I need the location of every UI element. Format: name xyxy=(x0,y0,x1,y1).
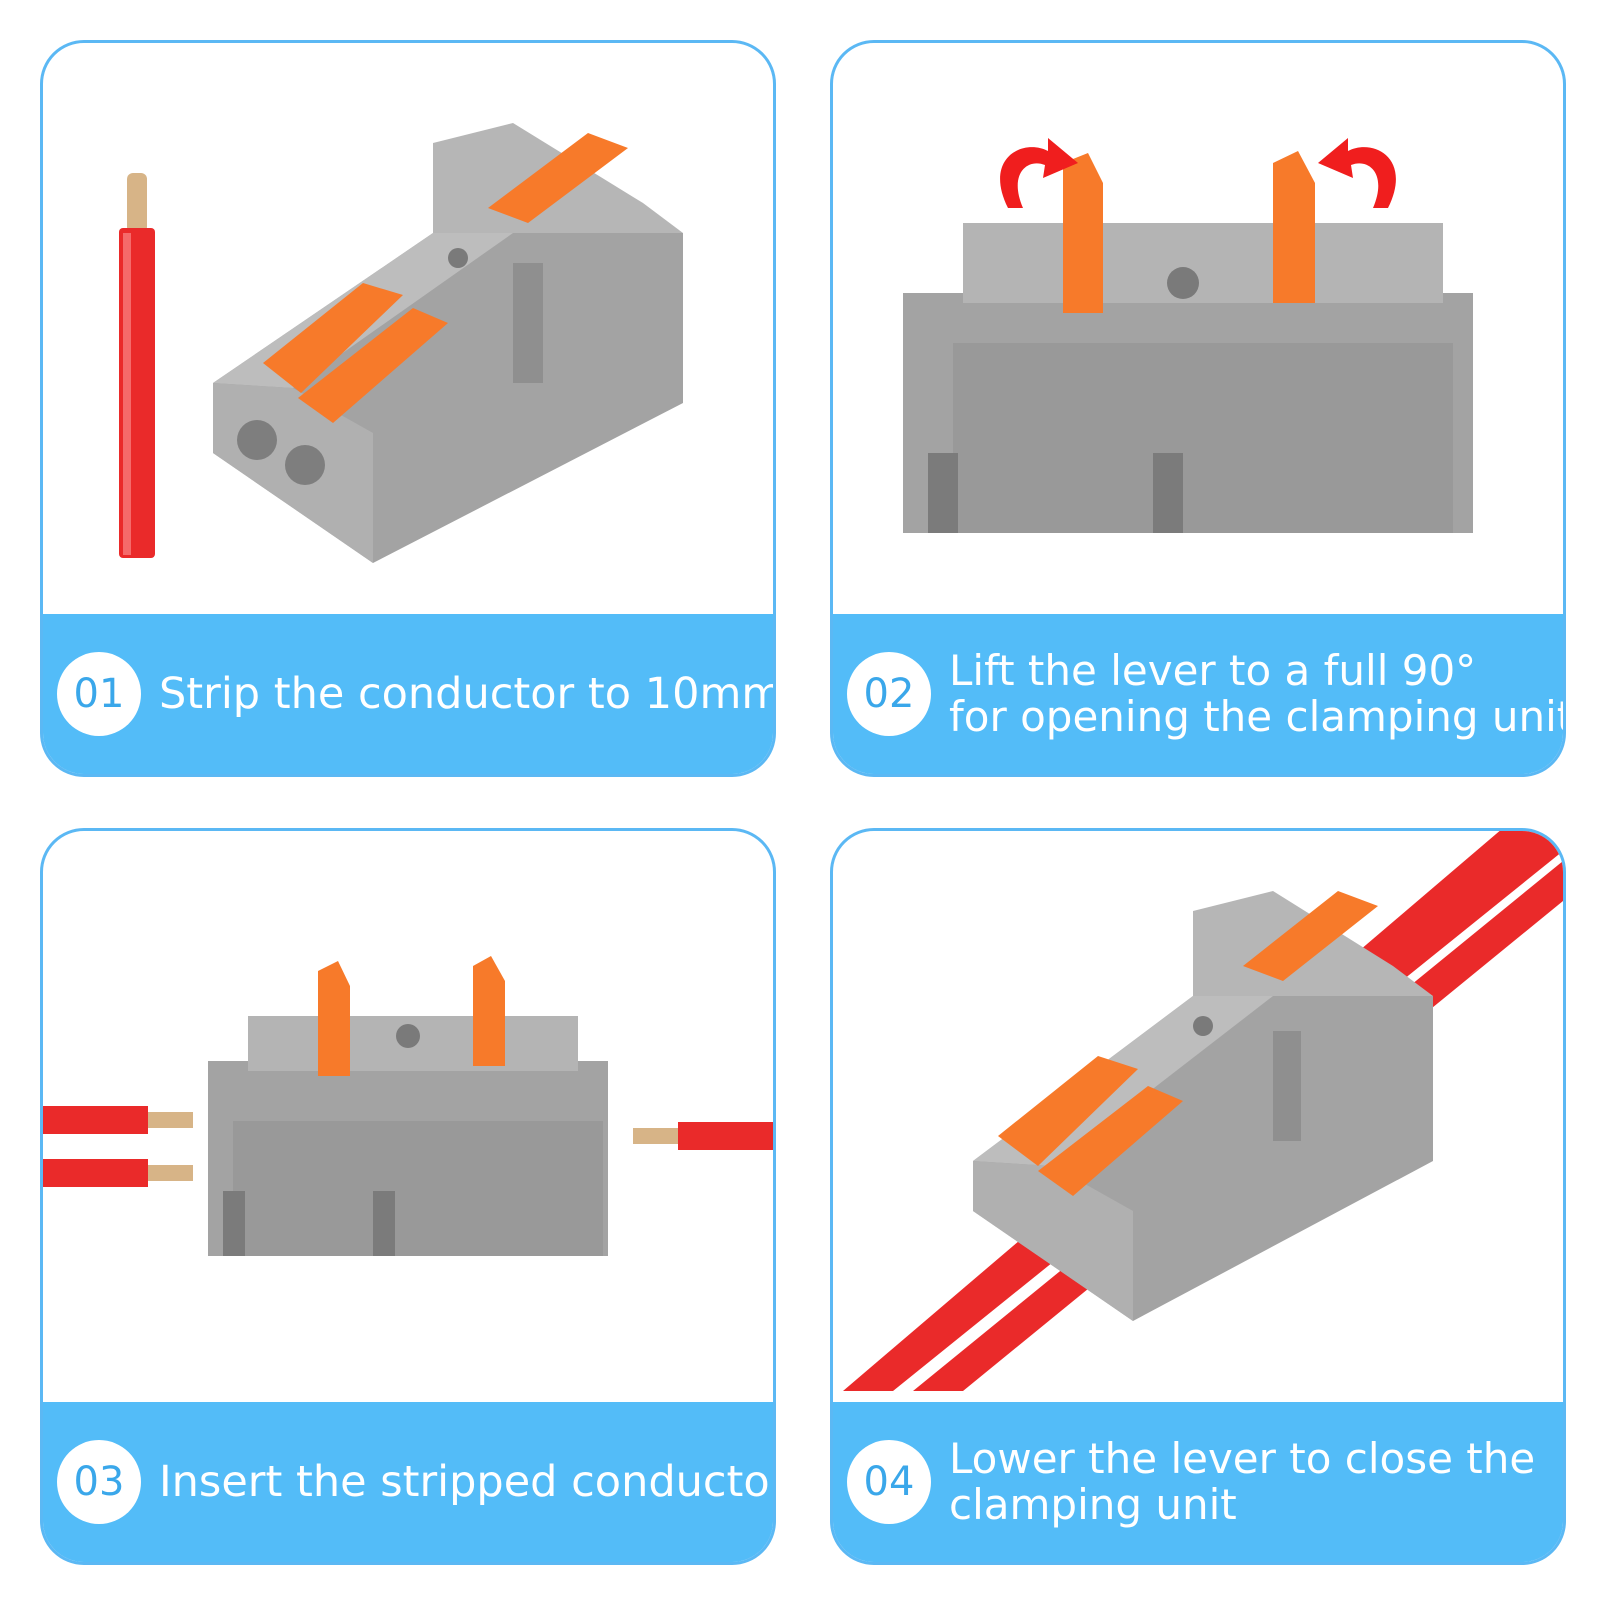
lever-raised xyxy=(473,956,505,1066)
closed-connector-with-wires-inserted xyxy=(843,831,1563,1391)
open-connector-with-wires-approaching xyxy=(43,956,773,1256)
step-number-badge: 03 xyxy=(57,1440,141,1524)
step-caption-band: 04 Lower the lever to close the clamping… xyxy=(833,1402,1563,1562)
step-02-illustration xyxy=(833,43,1563,615)
lever-closed xyxy=(488,133,628,223)
connector-open xyxy=(903,223,1473,533)
wire-copper-tip xyxy=(148,1165,193,1181)
step-caption: Lower the lever to close the clamping un… xyxy=(949,1436,1553,1528)
step-03-illustration xyxy=(43,831,773,1403)
step-number-badge: 01 xyxy=(57,652,141,736)
caption-line: Lower the lever to close the xyxy=(949,1434,1536,1483)
step-card-03: 03 Insert the stripped conductor xyxy=(40,828,776,1565)
connector-levers-raised-with-rotate-arrows xyxy=(903,138,1473,533)
wire-insulation xyxy=(43,1106,148,1134)
connector-open xyxy=(208,1016,608,1256)
caption-line: for opening the clamping unit xyxy=(949,692,1566,741)
lever-raised xyxy=(1273,151,1315,303)
lever-raised xyxy=(318,961,350,1076)
step-caption-band: 02 Lift the lever to a full 90° for open… xyxy=(833,614,1563,774)
step-caption: Strip the conductor to 10mm xyxy=(159,669,776,719)
step-caption-band: 03 Insert the stripped conductor xyxy=(43,1402,773,1562)
step-caption: Lift the lever to a full 90° for opening… xyxy=(949,646,1566,741)
step-card-04: 04 Lower the lever to close the clamping… xyxy=(830,828,1566,1565)
wire-copper-tip xyxy=(148,1112,193,1128)
lever-raised xyxy=(1063,153,1103,313)
rotate-arrow-icon xyxy=(1318,138,1396,208)
lever-closed xyxy=(298,308,448,423)
lever-closed xyxy=(998,1056,1138,1166)
step-caption-band: 01 Strip the conductor to 10mm xyxy=(43,614,773,774)
wire-insulation xyxy=(43,1159,148,1187)
caption-line: Strip the conductor to 10mm xyxy=(159,669,776,719)
rotate-arrow-icon xyxy=(1000,138,1078,208)
step-04-illustration xyxy=(833,831,1563,1403)
step-caption: Insert the stripped conductor xyxy=(159,1457,776,1507)
lever-closed xyxy=(263,283,403,393)
connector-closed xyxy=(213,123,683,563)
wire-insulation xyxy=(678,1122,773,1150)
step-number-badge: 04 xyxy=(847,1440,931,1524)
lever-closed xyxy=(1038,1086,1183,1196)
stripped-wire-and-closed-connector xyxy=(119,123,683,563)
caption-line: clamping unit xyxy=(949,1480,1237,1529)
step-card-01: 01 Strip the conductor to 10mm xyxy=(40,40,776,777)
step-number-badge: 02 xyxy=(847,652,931,736)
caption-line: Lift the lever to a full 90° xyxy=(949,646,1477,695)
caption-line: Insert the stripped conductor xyxy=(159,1457,776,1507)
lever-closed xyxy=(1243,891,1378,981)
wire-copper-tip xyxy=(127,173,147,233)
step-01-illustration xyxy=(43,43,773,615)
wire-copper-tip xyxy=(633,1128,678,1144)
step-card-02: 02 Lift the lever to a full 90° for open… xyxy=(830,40,1566,777)
